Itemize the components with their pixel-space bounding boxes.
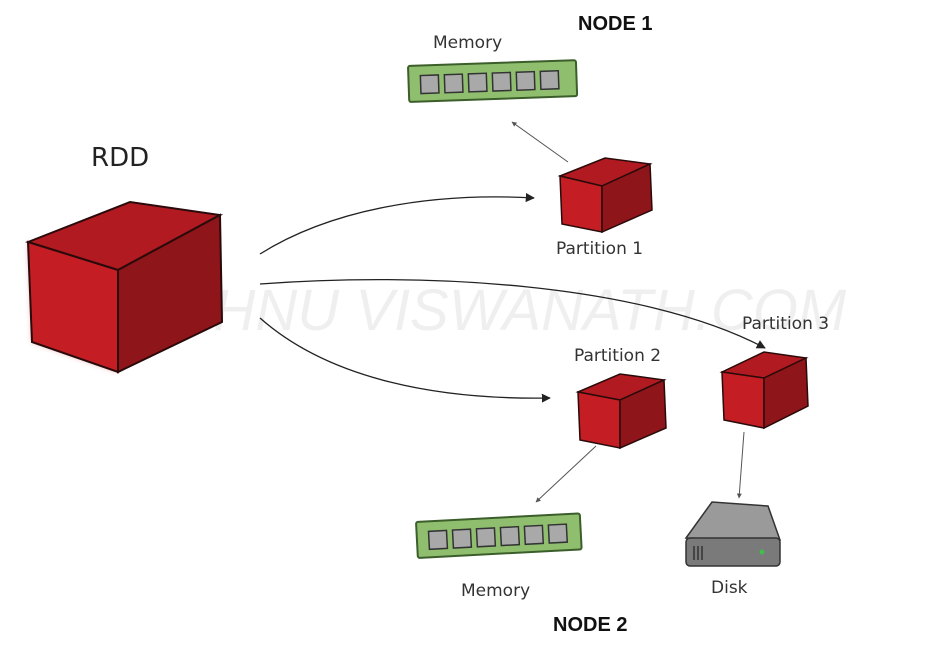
arrow-rdd-to-partition-3 xyxy=(259,278,766,349)
arrow-rdd-to-partition-2 xyxy=(259,317,551,403)
partition-2-label: Partition 2 xyxy=(574,346,661,366)
arrow-partition-3-to-disk xyxy=(736,431,745,499)
node-2-label: NODE 2 xyxy=(553,614,627,636)
partition-1-label: Partition 1 xyxy=(556,239,643,259)
node-1-label: NODE 1 xyxy=(578,13,652,35)
rdd-label: RDD xyxy=(91,143,149,173)
partition-3-cube-icon xyxy=(719,351,809,430)
memory-top-label: Memory xyxy=(433,33,502,53)
disk-label: Disk xyxy=(711,578,748,598)
partition-1-cube-icon xyxy=(557,157,653,234)
arrow-partition-1-to-memory xyxy=(511,121,569,163)
partition-3-label: Partition 3 xyxy=(742,314,829,334)
watermark-text: VISHNU VISWANATH.COM xyxy=(120,278,847,343)
arrow-rdd-to-partition-1 xyxy=(259,192,535,255)
memory-bottom-label: Memory xyxy=(461,581,530,601)
memory-top-icon xyxy=(407,59,579,103)
memory-bottom-icon xyxy=(415,512,583,559)
arrow-partition-2-to-memory xyxy=(535,445,597,503)
rdd-cube-icon xyxy=(24,200,224,374)
disk-icon xyxy=(684,501,782,567)
partition-2-cube-icon xyxy=(575,373,667,450)
